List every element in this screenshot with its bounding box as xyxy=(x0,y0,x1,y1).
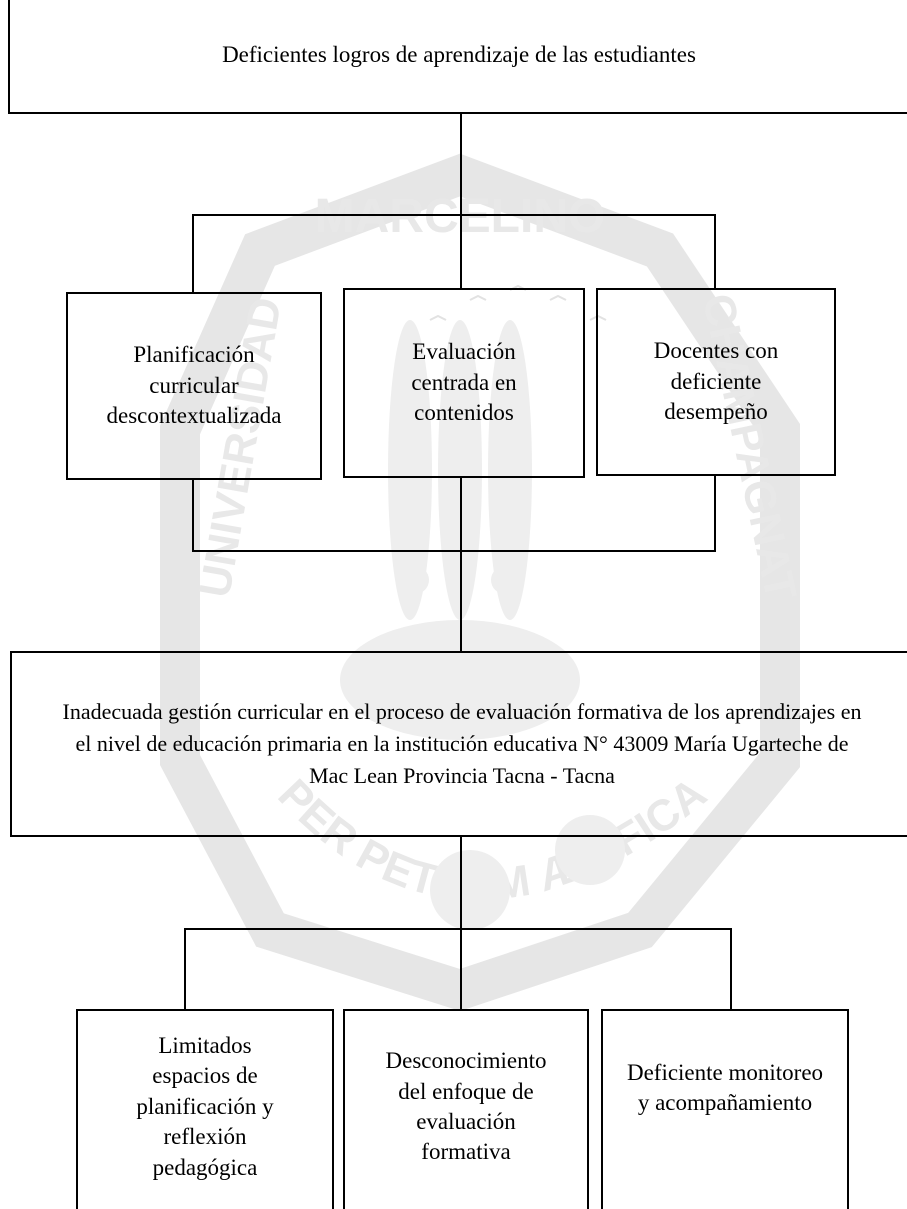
effect-box-2-text: Evaluación centrada en contenidos xyxy=(411,339,517,426)
effect-box-1: Planificación curricular descontextualiz… xyxy=(66,292,322,480)
cause-box-1: Limitados espacios de planificación y re… xyxy=(76,1009,334,1209)
connector-effect-3-top xyxy=(714,214,716,290)
top-box-text: Deficientes logros de aprendizaje de las… xyxy=(222,41,696,67)
connector-effect-1-bottom xyxy=(192,480,194,552)
effect-box-2: Evaluación centrada en contenidos xyxy=(343,288,585,478)
connector-effect-3-bottom xyxy=(714,476,716,552)
cause-box-2-text: Desconocimiento del enfoque de evaluació… xyxy=(385,1048,547,1165)
connector-bottom-horizontal xyxy=(184,928,732,930)
top-box: Deficientes logros de aprendizaje de las… xyxy=(8,0,907,114)
connector-cause-2-top xyxy=(460,928,462,1010)
connector-mid-vertical xyxy=(460,550,462,653)
cause-box-2: Desconocimiento del enfoque de evaluació… xyxy=(343,1009,589,1209)
connector-bottom-vertical xyxy=(460,837,462,930)
effect-box-1-text: Planificación curricular descontextualiz… xyxy=(106,342,282,429)
cause-box-3: Deficiente monitoreo y acompañamiento xyxy=(601,1009,849,1209)
central-problem-box: Inadecuada gestión curricular en el proc… xyxy=(10,651,907,837)
cause-box-1-text: Limitados espacios de planificación y re… xyxy=(136,1033,274,1180)
cause-box-3-text: Deficiente monitoreo y acompañamiento xyxy=(626,1059,824,1115)
effect-box-3-text: Docentes con deficiente desempeño xyxy=(653,338,779,425)
connector-mid-horizontal xyxy=(192,550,716,552)
central-problem-text: Inadecuada gestión curricular en el proc… xyxy=(62,699,862,788)
effect-box-3: Docentes con deficiente desempeño xyxy=(596,288,836,476)
connector-top-horizontal xyxy=(194,214,716,216)
connector-cause-1-top xyxy=(184,928,186,1010)
connector-effect-1-top xyxy=(192,214,194,294)
connector-cause-3-top xyxy=(730,928,732,1010)
connector-top-vertical xyxy=(460,114,462,216)
connector-effect-2-top xyxy=(460,214,462,290)
connector-effect-2-bottom xyxy=(460,478,462,552)
